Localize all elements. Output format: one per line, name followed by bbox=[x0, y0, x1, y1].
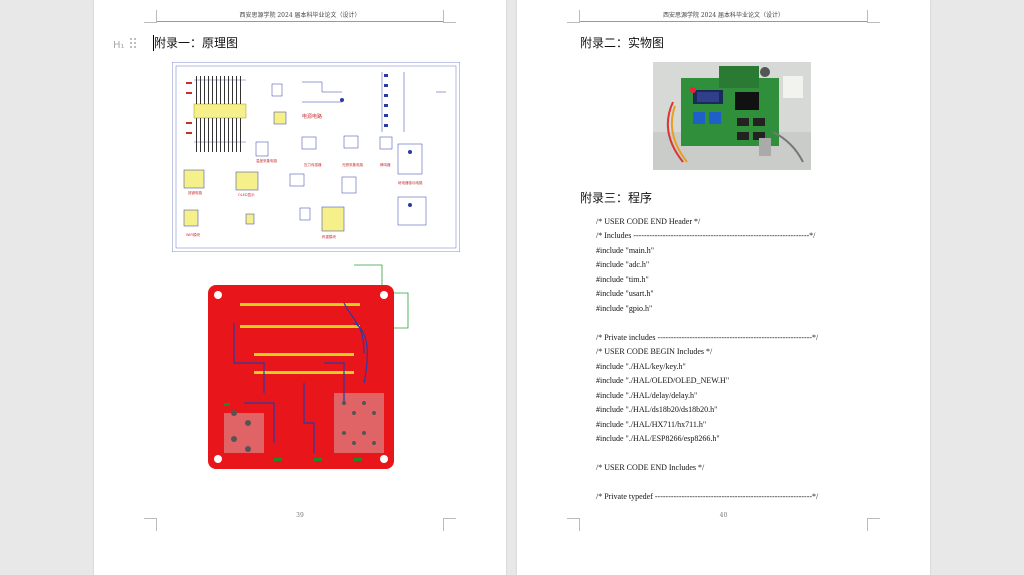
code-line: #include "./HAL/OLED/OLED_NEW.H" bbox=[596, 376, 730, 385]
code-line: #include "./HAL/ESP8266/esp8266.h" bbox=[596, 434, 720, 443]
margin-corner bbox=[567, 518, 580, 531]
page-header: 西安思源学院 2024 届本科毕业论文（设计） bbox=[239, 12, 361, 19]
appendix-heading-schematic[interactable]: 附录一：原理图 bbox=[154, 36, 239, 50]
code-line: /* USER CODE BEGIN Includes */ bbox=[596, 347, 713, 356]
heading-style-icon[interactable]: H₁ bbox=[113, 40, 125, 51]
page-header: 西安思源学院 2024 届本科毕业论文（设计） bbox=[662, 12, 785, 19]
code-line: #include "main.h" bbox=[596, 246, 655, 255]
page-number: 39 bbox=[296, 512, 304, 519]
code-line: #include "./HAL/ds18b20/ds18b20.h" bbox=[596, 405, 718, 414]
schematic-label: 压力传感器 bbox=[304, 162, 322, 167]
code-line: #include "adc.h" bbox=[596, 260, 650, 269]
code-line: #include "usart.h" bbox=[596, 289, 654, 298]
hardware-photo[interactable] bbox=[653, 62, 811, 170]
code-line: #include "gpio.h" bbox=[596, 304, 653, 313]
margin-corner bbox=[867, 10, 880, 23]
appendix-heading-program[interactable]: 附录三：程序 bbox=[580, 191, 653, 205]
margin-corner bbox=[443, 518, 456, 531]
code-line: #include "tim.h" bbox=[596, 275, 649, 284]
schematic-label: 按键电路 bbox=[188, 190, 202, 195]
document-page-left: 西安思源学院 2024 届本科毕业论文（设计） 附录一：原理图 bbox=[94, 0, 506, 575]
code-line: /* Private typedef ---------------------… bbox=[596, 492, 819, 501]
margin-corner bbox=[443, 10, 456, 23]
schematic-label: 温度采集电路 bbox=[256, 158, 277, 163]
header-rule bbox=[156, 21, 444, 22]
code-line: /* Private includes --------------------… bbox=[596, 333, 819, 342]
code-line: /* USER CODE END Header */ bbox=[596, 217, 701, 226]
code-line: #include "./HAL/delay/delay.h" bbox=[596, 391, 698, 400]
code-line: #include "./HAL/HX711/hx711.h" bbox=[596, 420, 707, 429]
schematic-label: 蜂鸣器 bbox=[380, 162, 391, 167]
schematic-label: 电源电路 bbox=[302, 113, 322, 120]
schematic-label: WiFi模块 bbox=[186, 232, 201, 237]
code-line: /* Includes ----------------------------… bbox=[596, 231, 816, 240]
margin-corner bbox=[567, 10, 580, 23]
code-line: /* USER CODE END Includes */ bbox=[596, 463, 705, 472]
document-page-right: 西安思源学院 2024 届本科毕业论文（设计） 附录二：实物图 附录三：程序 /… bbox=[517, 0, 930, 575]
header-rule bbox=[579, 21, 868, 22]
schematic-label: 称重模块 bbox=[322, 234, 336, 239]
margin-corner bbox=[867, 518, 880, 531]
schematic-label: 继电器驱动电路 bbox=[398, 180, 423, 185]
code-line: #include "./HAL/key/key.h" bbox=[596, 362, 686, 371]
schematic-label: 光照采集电路 bbox=[342, 162, 363, 167]
drag-handle-icon[interactable] bbox=[130, 38, 138, 50]
margin-corner bbox=[144, 10, 157, 23]
text-cursor bbox=[153, 35, 154, 51]
schematic-image[interactable]: 电源电路 温度采集电路 压力传感器 光照采集电路 蜂鸣器 继电器驱动电路 按键电… bbox=[172, 62, 460, 252]
appendix-heading-photo[interactable]: 附录二：实物图 bbox=[580, 36, 665, 50]
pcb-layout-image[interactable] bbox=[204, 263, 424, 475]
schematic-label: OLED显示 bbox=[238, 193, 255, 197]
page-number: 40 bbox=[719, 512, 728, 519]
margin-corner bbox=[144, 518, 157, 531]
